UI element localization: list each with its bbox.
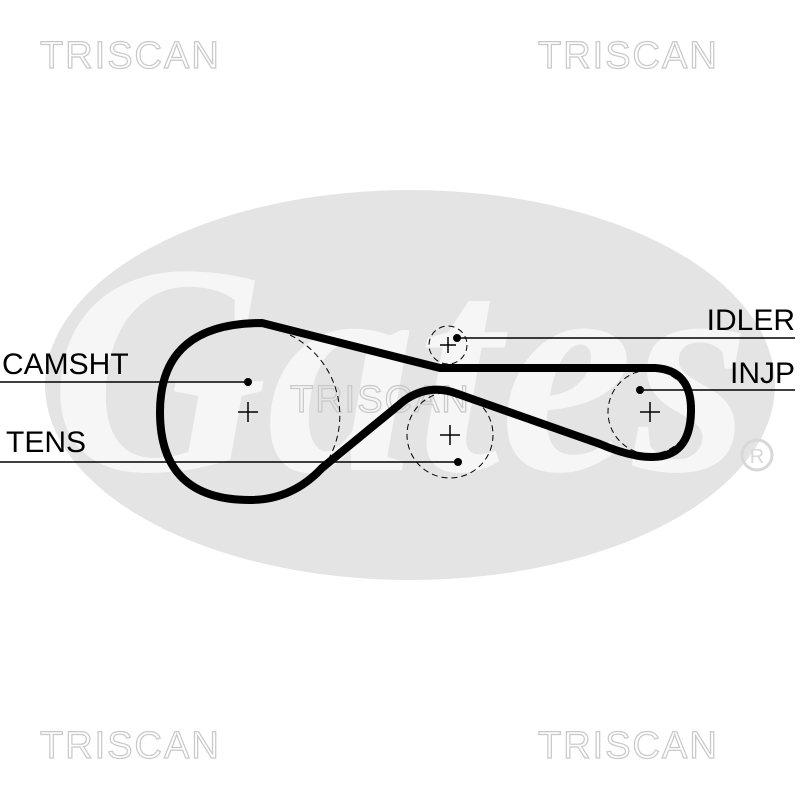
injp-marker-dot [636, 386, 644, 394]
tensioner-marker-dot [454, 458, 462, 466]
watermark-center: TRISCAN [290, 379, 471, 421]
tensioner-center-cross [440, 425, 460, 445]
watermark-bottom-left: TRISCAN [40, 725, 221, 767]
injp-center-cross [640, 402, 660, 422]
watermark-top-left: TRISCAN [40, 35, 221, 77]
idler-pulley-outline [428, 325, 468, 365]
camshaft-marker-dot [244, 378, 252, 386]
tensioner-label: TENS [6, 426, 86, 459]
camshaft-center-cross [238, 402, 258, 422]
registered-mark: R [750, 446, 764, 468]
watermark-top-right: TRISCAN [538, 35, 719, 77]
injp-label: INJP [730, 357, 795, 390]
camshaft-pulley-outline [289, 334, 341, 466]
idler-center-cross [440, 337, 456, 353]
idler-label: IDLER [707, 304, 795, 337]
timing-belt [156, 319, 696, 504]
idler-marker-dot [453, 334, 461, 342]
camshaft-label: CAMSHT [2, 348, 129, 381]
watermark-bottom-right: TRISCAN [538, 725, 719, 767]
